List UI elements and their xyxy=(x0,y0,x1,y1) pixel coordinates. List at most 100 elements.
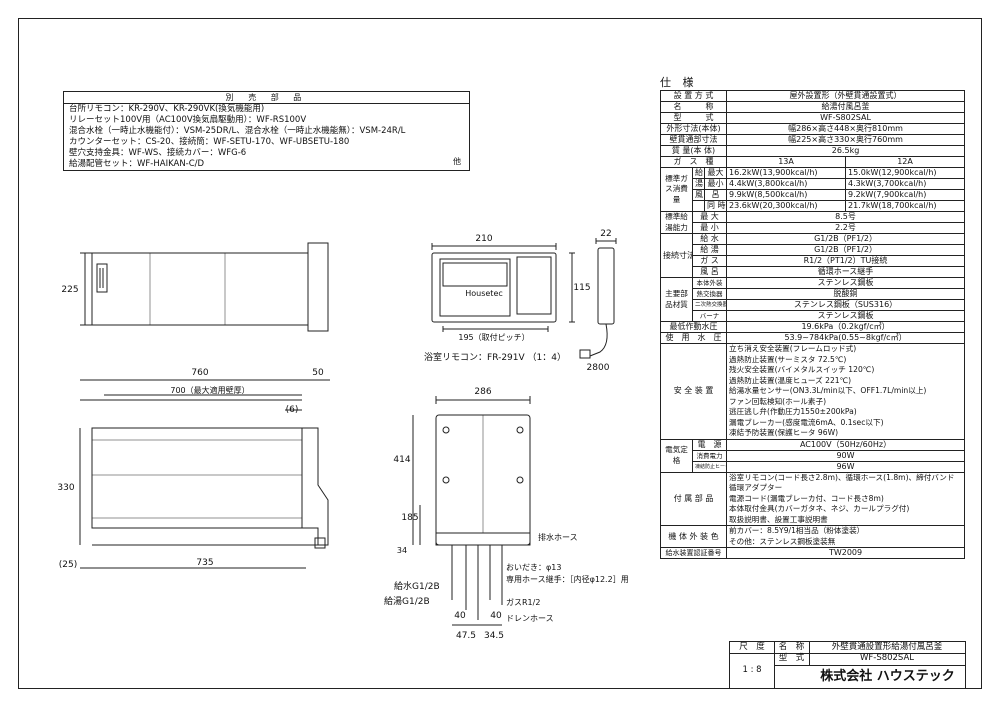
spec-row: 設 置 方 式屋外設置形（外壁貫通設置式） xyxy=(659,90,966,102)
dim-34-5: 34.5 xyxy=(484,631,504,641)
brand-logo: Housetec xyxy=(465,289,503,298)
attach-item: 電源コード(漏電ブレーカ付、コード長さ8m) xyxy=(729,493,884,503)
dim-40a: 40 xyxy=(454,611,466,621)
remote-front-view xyxy=(431,243,575,332)
safety-list: 立ち消え安全装置(フレームロッド式) 過熱防止装置(サーミスタ 72.5℃) 残… xyxy=(726,343,966,440)
spec-row: 付 属 部 品 浴室リモコン(コード長さ2.8m)、循環ホース(1.8m)、締付… xyxy=(659,471,966,526)
company-name: 株式会社 ハウステック xyxy=(820,669,955,684)
spec-mode: 凍結防止ヒータ xyxy=(691,460,728,473)
rear-view-unit xyxy=(412,396,531,626)
dim-700: 700（最大適用壁厚） xyxy=(170,385,249,395)
color-item: 前カバー：8.5Y9/1相当品（粉体塗装） xyxy=(729,526,865,536)
spec-value: 96W xyxy=(726,460,966,473)
accessories-box: 別 売 部 品 台所リモコン：KR-290V、KR-290VK(換気機能用) リ… xyxy=(63,91,470,171)
label-hose-joint: 専用ホース継手：［内径φ12.2］用 xyxy=(506,574,629,584)
label-hot-out: 給湯G1/2B xyxy=(384,595,430,607)
dim-25: (25) xyxy=(59,560,77,570)
accessory-line: リレーセット100V用（AC100V換気扇駆動用）：WF-RS100V xyxy=(69,115,307,125)
dim-remote-width: 210 xyxy=(475,234,492,244)
drawing-frame xyxy=(18,18,982,689)
attach-item: 本体取付金具(カバーガタネ、ネジ、カールプラグ付) xyxy=(729,504,910,513)
consumption-group: 標準ガス消費量 xyxy=(660,167,693,212)
safety-item: ファン回転検知(ホール素子) xyxy=(729,396,827,406)
dim-50: 50 xyxy=(312,368,324,378)
label-water-in: 給水G1/2B xyxy=(394,580,440,592)
dim-6: (6) xyxy=(286,405,299,415)
spec-label: 使 用 水 圧 xyxy=(659,332,728,344)
safety-item: 漏電ブレーカー(感度電流6mA、0.1sec以下) xyxy=(729,417,884,427)
accessories-other: 他 xyxy=(453,157,461,166)
scale-value: 1 : 8 xyxy=(730,653,775,688)
safety-item: 凍結予防装置(保護ヒータ 96W) xyxy=(729,428,839,437)
side-view-unit xyxy=(79,379,330,569)
spec-row: 外形寸法(本体)幅286×高さ448×奥行810mm xyxy=(659,123,966,135)
remote-side-view xyxy=(579,238,617,359)
title-block: 尺 度 名 称 外壁貫通設置形給湯付風呂釜 1 : 8 型 式 WF-S802S… xyxy=(729,641,966,689)
attach-item: 浴室リモコン(コード長さ2.8m)、循環ホース(1.8m)、締付バンド xyxy=(729,472,955,482)
label-drain: ドレンホース xyxy=(506,614,554,623)
dim-remote-height: 115 xyxy=(573,283,590,293)
label-plug: おいだき：φ13 xyxy=(506,563,561,572)
attach-item: 取扱説明書、設置工事説明書 xyxy=(729,514,828,524)
dim-330: 330 xyxy=(57,483,74,493)
accessory-line: 壁穴支持金具：WF-WS、接続カバー：WFG-6 xyxy=(69,148,247,158)
safety-item: 過熱防止装置(温度ヒューズ 221℃) xyxy=(729,375,852,385)
accessory-line: 台所リモコン：KR-290V、KR-290VK(換気機能用) xyxy=(69,104,265,114)
dim-mount-pitch: 195（取付ピッチ） xyxy=(458,332,529,342)
spec-label: 安 全 装 置 xyxy=(659,343,728,440)
spec-label: 給水装置認証番号 xyxy=(659,547,728,559)
dim-40b: 40 xyxy=(490,611,502,621)
spec-value: 53.9~784kPa(0.55~8kgf/c㎡） xyxy=(726,332,966,344)
safety-item: 給湯水量センサー(ON3.3L/min以下、OFF1.7L/min以上) xyxy=(729,386,927,395)
dim-cord-length: 2800 xyxy=(587,363,610,373)
remote-name: 浴室リモコン：FR-291V （1：4） xyxy=(424,351,566,363)
spec-mode: 給 水 xyxy=(691,233,728,245)
safety-item: 逃圧逃し弁(作動圧力1550±200kPa) xyxy=(729,407,857,416)
dim-34: 34 xyxy=(397,546,407,555)
top-view-unit xyxy=(80,242,329,332)
spec-row: 壁貫通部寸法幅225×高さ330×奥行760mm xyxy=(659,134,966,146)
attach-item: 循環アダプター xyxy=(729,483,783,492)
spec-value: TW2009 xyxy=(726,547,966,559)
spec-row: 安 全 装 置 立ち消え安全装置(フレームロッド式) 過熱防止装置(サーミスタ … xyxy=(659,343,966,440)
accessory-line: 給湯配管セット：WF-HAIKAN-C/D xyxy=(69,159,205,169)
attach-list: 浴室リモコン(コード長さ2.8m)、循環ホース(1.8m)、締付バンド 循環アダ… xyxy=(726,471,966,526)
dim-735: 735 xyxy=(196,558,213,568)
label-gas: ガスR1/2 xyxy=(506,597,540,607)
dim-414: 414 xyxy=(393,455,410,465)
accessory-line: 混合水栓（一時止水機能付）：VSM-25DR/L、混合水栓（一時止水機能無）：V… xyxy=(69,126,406,136)
model-value: WF-S802SAL xyxy=(809,653,965,666)
dim-top-height: 225 xyxy=(61,285,78,295)
dim-remote-depth: 22 xyxy=(600,229,611,239)
dim-760: 760 xyxy=(191,368,208,378)
name-label: 名 称 xyxy=(774,642,810,654)
product-name: 外壁貫通設置形給湯付風呂釜 xyxy=(809,642,965,654)
safety-item: 立ち消え安全装置(フレームロッド式) xyxy=(729,344,857,353)
label-drain-hose: 排水ホース xyxy=(538,532,578,542)
color-item: その他：ステンレス鋼板塗装無 xyxy=(729,536,836,546)
model-label: 型 式 xyxy=(774,653,810,666)
scale-label: 尺 度 xyxy=(730,642,775,654)
dim-185: 185 xyxy=(401,513,418,523)
accessories-title: 別 売 部 品 xyxy=(64,92,469,104)
accessory-line: カウンターセット：CS-20、接続筒：WF-SETU-170、WF-UBSETU… xyxy=(69,137,350,147)
spec-heading: 仕 様 xyxy=(660,76,698,89)
dim-286: 286 xyxy=(474,387,491,397)
conn-group: 接続寸法 xyxy=(660,233,693,278)
safety-item: 残火安全装置(バイメタルスイッチ 120℃) xyxy=(729,365,875,374)
dim-47-5: 47.5 xyxy=(456,631,476,641)
safety-item: 過熱防止装置(サーミスタ 72.5℃) xyxy=(729,354,847,364)
